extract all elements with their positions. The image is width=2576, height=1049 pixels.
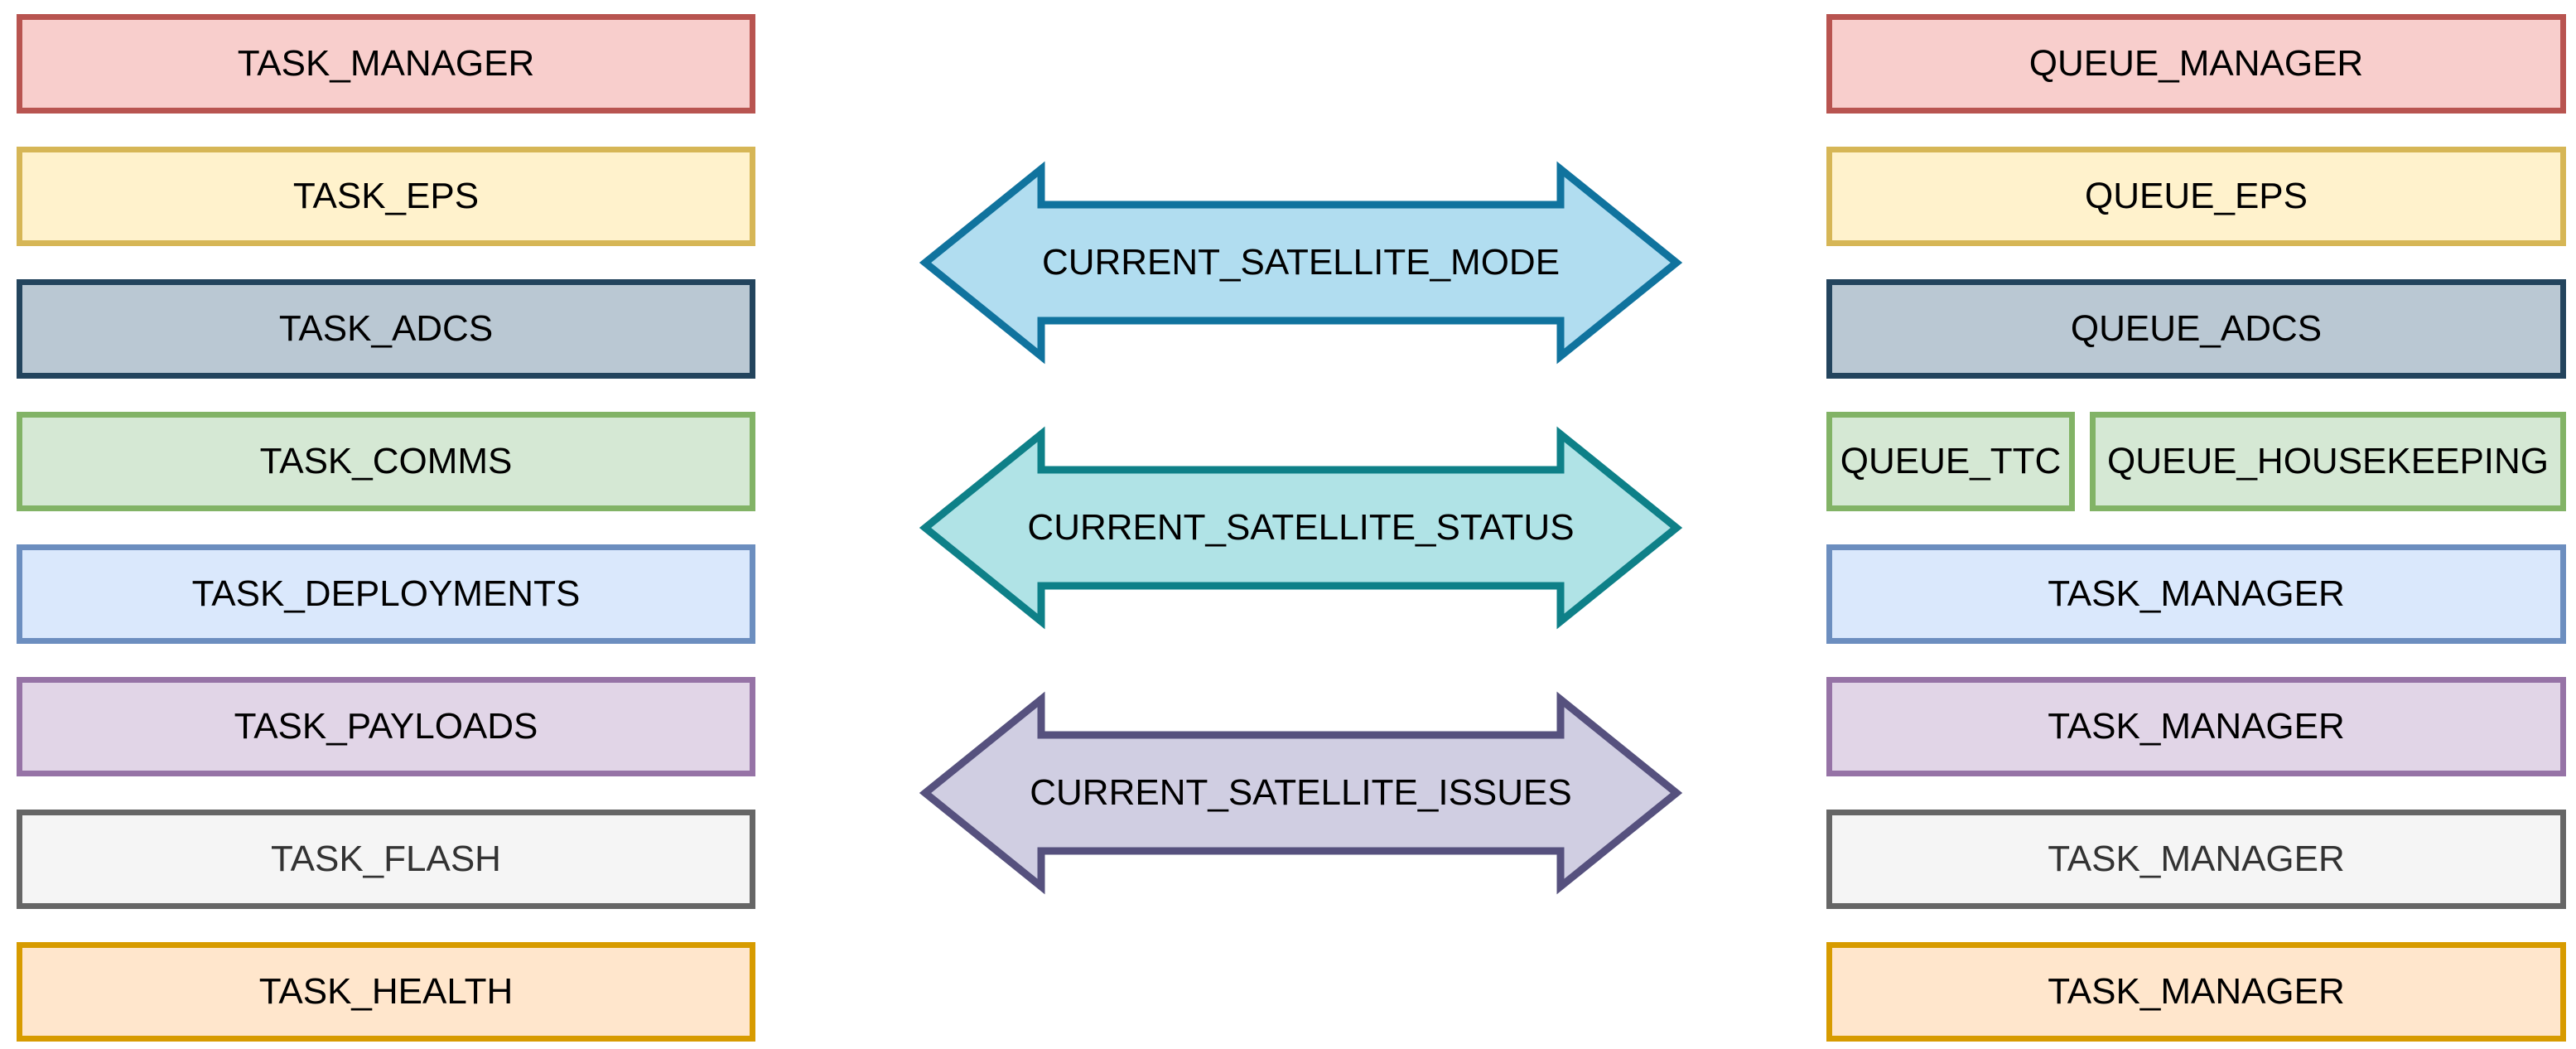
- arrow-current-satellite-status: CURRENT_SATELLITE_STATUS: [919, 426, 1683, 630]
- node-queue-ttc: QUEUE_TTC: [1826, 412, 2075, 511]
- double-arrow-icon: [919, 691, 1683, 895]
- node-task-manager-queue-blue: TASK_MANAGER: [1826, 544, 2566, 644]
- node-task-manager: TASK_MANAGER: [17, 14, 755, 114]
- arrow-label: CURRENT_SATELLITE_STATUS: [1027, 507, 1575, 548]
- node-task-comms: TASK_COMMS: [17, 412, 755, 511]
- arrow-label: CURRENT_SATELLITE_MODE: [1041, 242, 1561, 283]
- node-task-adcs: TASK_ADCS: [17, 279, 755, 379]
- node-label: TASK_MANAGER: [237, 42, 535, 84]
- double-arrow-icon: [919, 161, 1683, 365]
- node-task-eps: TASK_EPS: [17, 147, 755, 246]
- node-label: TASK_FLASH: [271, 838, 501, 879]
- node-task-manager-queue-orange: TASK_MANAGER: [1826, 942, 2566, 1042]
- node-queue-adcs: QUEUE_ADCS: [1826, 279, 2566, 379]
- double-arrow-icon: [919, 426, 1683, 630]
- node-task-payloads: TASK_PAYLOADS: [17, 677, 755, 776]
- node-label: TASK_DEPLOYMENTS: [191, 573, 581, 614]
- arrow-current-satellite-issues: CURRENT_SATELLITE_ISSUES: [919, 691, 1683, 895]
- node-queue-eps: QUEUE_EPS: [1826, 147, 2566, 246]
- node-label: TASK_MANAGER: [2048, 970, 2345, 1012]
- node-label: TASK_MANAGER: [2048, 838, 2345, 879]
- node-label: QUEUE_HOUSEKEEPING: [2106, 440, 2549, 481]
- node-label: TASK_HEALTH: [258, 970, 514, 1012]
- node-label: QUEUE_ADCS: [2070, 307, 2323, 349]
- node-task-flash: TASK_FLASH: [17, 810, 755, 909]
- node-queue-manager: QUEUE_MANAGER: [1826, 14, 2566, 114]
- node-label: TASK_EPS: [292, 175, 480, 216]
- node-label: TASK_MANAGER: [2048, 705, 2345, 747]
- node-task-health: TASK_HEALTH: [17, 942, 755, 1042]
- node-label: QUEUE_TTC: [1840, 440, 2062, 481]
- node-label: TASK_ADCS: [278, 307, 494, 349]
- node-task-manager-queue-gray: TASK_MANAGER: [1826, 810, 2566, 909]
- node-label: QUEUE_EPS: [2085, 175, 2308, 216]
- node-label: TASK_PAYLOADS: [234, 705, 538, 747]
- node-label: TASK_MANAGER: [2048, 573, 2345, 614]
- node-queue-housekeeping: QUEUE_HOUSEKEEPING: [2090, 412, 2566, 511]
- arrow-current-satellite-mode: CURRENT_SATELLITE_MODE: [919, 161, 1683, 365]
- node-task-manager-queue-purple: TASK_MANAGER: [1826, 677, 2566, 776]
- node-label: TASK_COMMS: [259, 440, 513, 481]
- node-label: QUEUE_MANAGER: [2028, 42, 2364, 84]
- node-task-deployments: TASK_DEPLOYMENTS: [17, 544, 755, 644]
- arrow-label: CURRENT_SATELLITE_ISSUES: [1030, 772, 1572, 813]
